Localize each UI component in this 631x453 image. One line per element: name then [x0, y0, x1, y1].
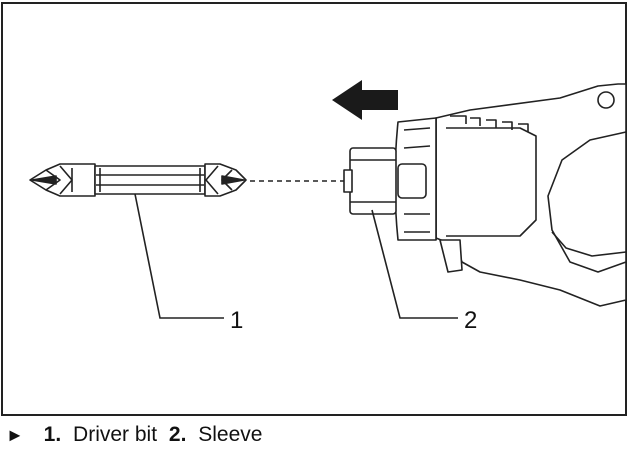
callout-2-leader [371, 209, 458, 319]
caption-marker-icon: ► [6, 425, 24, 445]
driver-bit-illustration [29, 163, 247, 197]
caption-item-2-text: Sleeve [198, 423, 263, 446]
caption-item-1-text: Driver bit [73, 423, 158, 446]
caption-item-1-number: 1. [43, 423, 62, 446]
callout-1-leader [134, 193, 224, 319]
callout-1-number: 1 [230, 307, 243, 334]
left-arrow-icon [332, 80, 398, 120]
figure-caption: ► 1. Driver bit 2. Sleeve [6, 421, 268, 449]
drill-illustration [343, 83, 627, 307]
caption-item-2-number: 2. [168, 423, 187, 446]
callout-2-number: 2 [464, 307, 477, 334]
